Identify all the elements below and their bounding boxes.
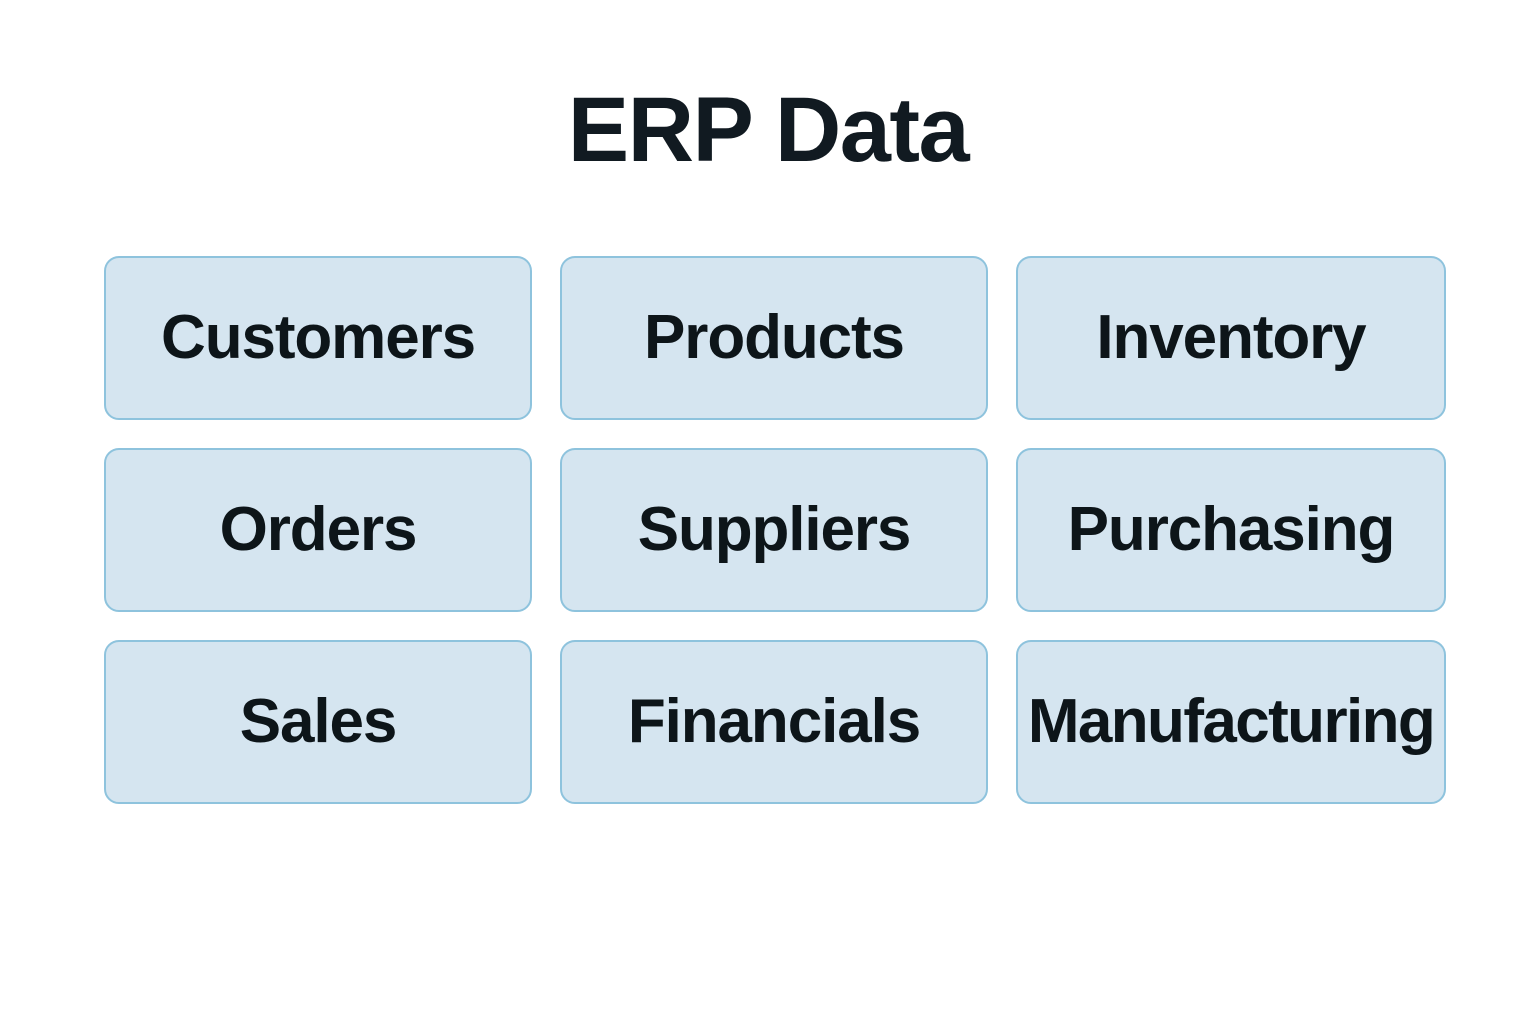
entity-box-label: Customers xyxy=(161,303,476,372)
entity-box-label: Products xyxy=(644,303,905,372)
entity-box-suppliers[interactable]: Suppliers xyxy=(560,448,988,612)
entity-box-label: Orders xyxy=(219,495,418,564)
entity-box-products[interactable]: Products xyxy=(560,256,988,420)
entity-box-label: Purchasing xyxy=(1067,495,1396,564)
entity-box-purchasing[interactable]: Purchasing xyxy=(1016,448,1446,612)
entity-box-sales[interactable]: Sales xyxy=(104,640,532,804)
entity-box-label: Inventory xyxy=(1096,303,1366,372)
page-title: ERP Data xyxy=(567,79,970,181)
entity-box-inventory[interactable]: Inventory xyxy=(1016,256,1446,420)
entity-box-orders[interactable]: Orders xyxy=(104,448,532,612)
entity-box-manufacturing[interactable]: Manufacturing xyxy=(1016,640,1446,804)
entity-box-label: Sales xyxy=(239,687,398,756)
entity-grid: Customers Products Inventory Orders Supp… xyxy=(104,256,1446,804)
entity-box-label: Financials xyxy=(627,687,921,756)
entity-box-customers[interactable]: Customers xyxy=(104,256,532,420)
entity-box-label: Suppliers xyxy=(637,495,912,564)
entity-box-label: Manufacturing xyxy=(1027,687,1436,756)
entity-box-financials[interactable]: Financials xyxy=(560,640,988,804)
